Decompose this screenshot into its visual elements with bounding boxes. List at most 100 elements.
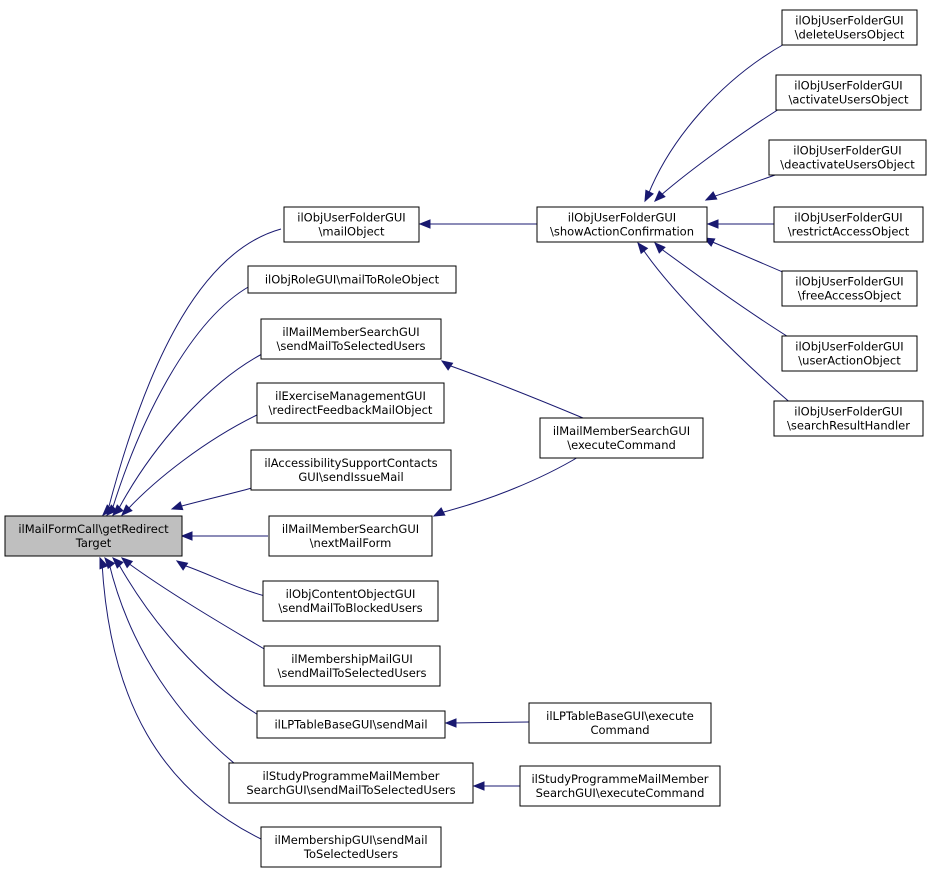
node-label-line: ilObjUserFolderGUI: [297, 211, 405, 225]
node-box: [519, 765, 721, 807]
node-label-line: ilObjUserFolderGUI: [794, 79, 902, 93]
node-mem-send[interactable]: ilMembershipGUI\sendMailToSelectedUsers: [260, 826, 442, 868]
node-label-line: \sendMailToBlockedUsers: [278, 601, 422, 615]
node-box: [256, 382, 445, 424]
arrowhead: [704, 191, 718, 201]
node-uf-mail[interactable]: ilObjUserFolderGUI\mailObject: [283, 206, 420, 243]
edge-line: [659, 105, 785, 197]
node-label-line: \restrictAccessObject: [788, 225, 910, 239]
edge-co_blocked-to-root: [175, 560, 266, 597]
node-uf-deactivate[interactable]: ilObjUserFolderGUI\deactivateUsersObject: [768, 139, 927, 176]
node-box: [262, 580, 439, 622]
node-uf-free[interactable]: ilObjUserFolderGUI\freeAccessObject: [781, 270, 918, 307]
arrowhead: [472, 781, 485, 791]
edge-acc_send-to-root: [170, 487, 253, 511]
node-role-mail[interactable]: ilObjRoleGUI\mailToRoleObject: [247, 265, 457, 294]
node-box: [4, 515, 183, 557]
edge-uf_show-to-uf_mail: [418, 219, 537, 229]
edge-lp_send-to-root: [112, 557, 261, 717]
node-label-line: ilObjUserFolderGUI: [794, 405, 902, 419]
edge-uf_restrict-to-uf_show: [706, 219, 774, 229]
node-box: [247, 265, 457, 294]
node-label-line: ilLPTableBaseGUI\sendMail: [274, 718, 427, 732]
node-uf-delete[interactable]: ilObjUserFolderGUI\deleteUsersObject: [781, 9, 918, 46]
node-lp-send[interactable]: ilLPTableBaseGUI\sendMail: [256, 710, 446, 739]
node-mms-exec[interactable]: ilMailMemberSearchGUI\executeCommand: [539, 417, 704, 459]
node-ex-redirect[interactable]: ilExerciseManagementGUI\redirectFeedback…: [256, 382, 445, 424]
edge-mem_send-to-root: [99, 556, 264, 841]
node-sp-send[interactable]: ilStudyProgrammeMailMemberSearchGUI\send…: [228, 762, 474, 804]
node-label-line: ilMembershipGUI\sendMail: [274, 833, 427, 847]
edge-line: [451, 721, 530, 724]
edge-ex_redirect-to-root: [121, 413, 260, 516]
edge-line: [107, 228, 282, 511]
node-mms-next[interactable]: ilMailMemberSearchGUI\nextMailForm: [268, 515, 433, 557]
node-box: [781, 9, 918, 46]
node-memmail-send[interactable]: ilMembershipMailGUI\sendMailToSelectedUs…: [263, 645, 441, 687]
node-label-line: \searchResultHandler: [787, 419, 910, 433]
node-box: [268, 515, 433, 557]
edge-sp_exec-to-sp_send: [472, 781, 520, 791]
node-label-line: ilObjUserFolderGUI: [795, 275, 903, 289]
node-box: [228, 762, 474, 804]
arrowhead: [180, 531, 193, 541]
node-uf-useraction[interactable]: ilObjUserFolderGUI\userActionObject: [781, 335, 918, 372]
node-box: [256, 710, 446, 739]
edge-uf_activate-to-uf_show: [654, 105, 785, 202]
edge-mms_send-to-root: [112, 353, 263, 516]
edge-line: [647, 42, 787, 196]
node-co-blocked[interactable]: ilObjContentObjectGUI\sendMailToBlockedU…: [262, 580, 439, 622]
edge-sp_send-to-root: [104, 556, 241, 769]
arrowhead: [440, 360, 454, 371]
node-uf-show[interactable]: ilObjUserFolderGUI\showActionConfirmatio…: [536, 206, 708, 243]
node-label-line: SearchGUI\sendMailToSelectedUsers: [246, 783, 455, 797]
node-label-line: ilExerciseManagementGUI: [275, 389, 426, 403]
node-label-line: ilMailMemberSearchGUI: [282, 325, 419, 339]
edge-memmail_send-to-root: [120, 557, 267, 651]
node-label-line: ilLPTableBaseGUI\execute: [546, 709, 694, 723]
arrowhead: [120, 557, 134, 569]
edge-line: [177, 487, 253, 508]
arrowhead: [99, 556, 109, 570]
edge-role_mail-to-root: [106, 285, 251, 516]
node-mms-send[interactable]: ilMailMemberSearchGUI\sendMailToSelected…: [260, 318, 442, 360]
node-label-line: \sendMailToSelectedUsers: [277, 666, 426, 680]
edge-line: [101, 562, 264, 841]
node-uf-restrict[interactable]: ilObjUserFolderGUI\restrictAccessObject: [773, 206, 924, 243]
node-label-line: ilMembershipMailGUI: [291, 652, 413, 666]
node-box: [539, 417, 704, 459]
arrowhead: [654, 190, 666, 202]
arrowhead: [112, 557, 124, 569]
node-acc-send[interactable]: ilAccessibilitySupportContactsGUI\sendIs…: [250, 449, 452, 491]
edge-line: [447, 364, 584, 419]
node-box: [260, 318, 442, 360]
node-box: [528, 702, 712, 744]
edge-lp_exec-to-lp_send: [444, 718, 530, 728]
arrowhead: [170, 501, 184, 511]
edge-mms_exec-to-mms_next: [432, 455, 581, 517]
edge-line: [711, 173, 779, 198]
edge-mms_next-to-root: [180, 531, 268, 541]
node-label-line: ilObjUserFolderGUI: [795, 340, 903, 354]
node-sp-exec[interactable]: ilStudyProgrammeMailMemberSearchGUI\exec…: [519, 765, 721, 807]
node-uf-search[interactable]: ilObjUserFolderGUI\searchResultHandler: [773, 400, 924, 437]
node-lp-exec[interactable]: ilLPTableBaseGUI\executeCommand: [528, 702, 712, 744]
arrowhead: [432, 507, 446, 517]
node-label-line: ilMailMemberSearchGUI: [553, 424, 690, 438]
node-label-line: \userActionObject: [798, 354, 901, 368]
edge-line: [709, 240, 786, 274]
node-box: [283, 206, 420, 243]
node-label-line: ilObjContentObjectGUI: [286, 587, 416, 601]
edge-line: [117, 562, 261, 717]
node-box: [781, 270, 918, 307]
node-label-line: Target: [75, 536, 112, 550]
node-uf-activate[interactable]: ilObjUserFolderGUI\activateUsersObject: [775, 74, 922, 111]
node-label-line: \activateUsersObject: [788, 93, 909, 107]
node-label-line: GUI\sendIssueMail: [298, 470, 403, 484]
node-box: [536, 206, 708, 243]
edge-line: [111, 285, 251, 511]
arrowhead: [637, 241, 649, 255]
arrowhead: [706, 219, 719, 229]
node-label-line: ilStudyProgrammeMailMember: [531, 772, 708, 786]
